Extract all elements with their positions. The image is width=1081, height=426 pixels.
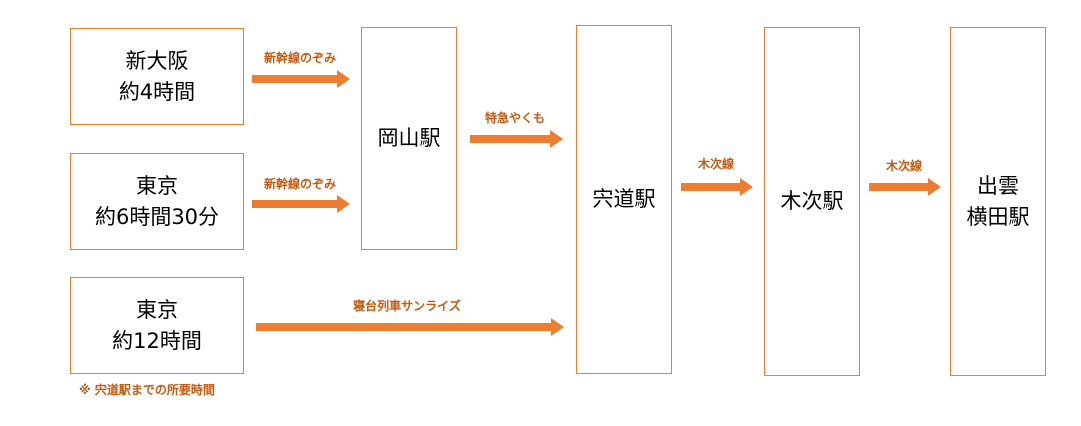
- arrow-head-icon: [740, 178, 753, 196]
- origin-duration: 約6時間30分: [94, 204, 220, 229]
- station-name-line1: 出雲: [977, 173, 1019, 198]
- arrow-yakumo: [470, 130, 563, 148]
- station-name: 木次駅: [780, 189, 844, 213]
- origin-box-shin-osaka: 新大阪 約4時間: [70, 28, 244, 125]
- origin-duration: 約12時間: [112, 328, 202, 353]
- arrow-shinkansen-osaka: [252, 70, 350, 88]
- station-name-line2: 横田駅: [966, 204, 1030, 229]
- station-box-izumo-yokota: 出雲 横田駅: [950, 27, 1046, 376]
- route-label-shinkansen-tokyo: 新幹線のぞみ: [263, 177, 337, 191]
- origin-box-tokyo-shinkansen: 東京 約6時間30分: [70, 153, 244, 250]
- route-label-kisuki-line-2: 木次線: [885, 159, 923, 173]
- origin-duration: 約4時間: [118, 79, 196, 104]
- origin-box-tokyo-sunrise: 東京 約12時間: [70, 277, 244, 374]
- route-label-yakumo: 特急やくも: [484, 111, 546, 125]
- origin-name: 東京: [136, 173, 178, 198]
- arrow-kisuki-line-1: [681, 178, 753, 196]
- route-label-sunrise: 寝台列車サンライズ: [353, 299, 461, 313]
- route-label-kisuki-line-1: 木次線: [697, 157, 735, 171]
- station-name: 宍道駅: [592, 187, 656, 211]
- station-box-okayama: 岡山駅: [361, 27, 457, 250]
- footnote: ※ 宍道駅までの所要時間: [79, 383, 215, 397]
- route-label-shinkansen-osaka: 新幹線のぞみ: [263, 51, 337, 65]
- arrow-head-icon: [551, 318, 564, 336]
- origin-name: 新大阪: [125, 48, 189, 73]
- station-name: 岡山駅: [377, 126, 441, 150]
- station-box-shinji: 宍道駅: [576, 25, 672, 374]
- origin-name: 東京: [136, 297, 178, 322]
- arrow-head-icon: [337, 195, 350, 213]
- arrow-shinkansen-tokyo: [252, 195, 350, 213]
- arrow-head-icon: [550, 130, 563, 148]
- arrow-kisuki-line-2: [869, 178, 941, 196]
- arrow-head-icon: [928, 178, 941, 196]
- arrow-sunrise: [256, 318, 564, 336]
- station-box-kisuki: 木次駅: [764, 27, 860, 376]
- arrow-head-icon: [337, 70, 350, 88]
